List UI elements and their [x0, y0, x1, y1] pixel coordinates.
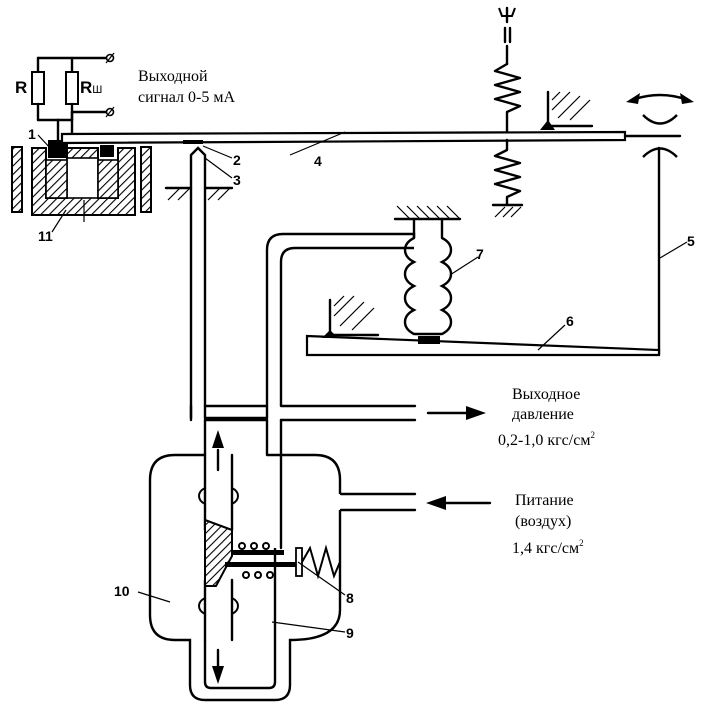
callout-6: 6 — [566, 313, 574, 329]
air-lines — [189, 232, 417, 550]
nozzle-3 — [164, 140, 234, 418]
callout-9: 9 — [346, 625, 354, 641]
supply-value: 1,4 кгс/см — [512, 540, 580, 557]
relay-housing-10 — [148, 430, 417, 702]
top-spring — [493, 6, 522, 134]
callout-2: 2 — [233, 152, 241, 168]
callout-7: 7 — [476, 246, 484, 262]
callout-10: 10 — [114, 583, 130, 599]
resistor-circuit — [31, 52, 115, 142]
resistor-rsh-label: RШ — [80, 78, 102, 100]
output-pressure-unit-sup: 2 — [590, 430, 595, 440]
output-signal-line1: Выходной — [138, 68, 208, 85]
output-signal-line2: сигнал 0-5 мА — [138, 89, 236, 106]
callout-1: 1 — [28, 126, 36, 142]
output-pressure-line3: 0,2-1,0 кгс/см2 — [498, 425, 595, 451]
lever-pivot — [540, 90, 594, 130]
callout-leaders — [37, 131, 688, 633]
relay-valve-8 — [204, 518, 341, 587]
output-pressure-line2: давление — [512, 406, 574, 423]
callout-5: 5 — [687, 233, 695, 249]
adjustment-arc-arrow — [623, 93, 694, 158]
lever-6 — [305, 295, 661, 357]
flow-arrows — [426, 406, 492, 510]
callout-4: 4 — [314, 153, 322, 169]
bottom-spring — [491, 138, 524, 218]
supply-line1: Питание — [515, 492, 574, 509]
resistor-r-label: R — [15, 78, 28, 97]
supply-line3: 1,4 кгс/см2 — [512, 533, 584, 559]
resistor-rsh-letter: R — [80, 78, 93, 97]
electromagnet — [11, 140, 152, 222]
callout-3: 3 — [233, 172, 241, 188]
lever-4 — [60, 130, 627, 145]
resistor-rsh-subscript: Ш — [92, 84, 103, 96]
callout-8: 8 — [346, 590, 354, 606]
supply-line2: (воздух) — [515, 513, 572, 530]
bellows-7 — [393, 205, 462, 344]
output-pressure-line1: Выходное — [512, 386, 581, 403]
callout-11: 11 — [38, 228, 53, 244]
supply-unit-sup: 2 — [579, 538, 584, 548]
output-pressure-value: 0,2-1,0 кгс/см — [498, 432, 591, 449]
